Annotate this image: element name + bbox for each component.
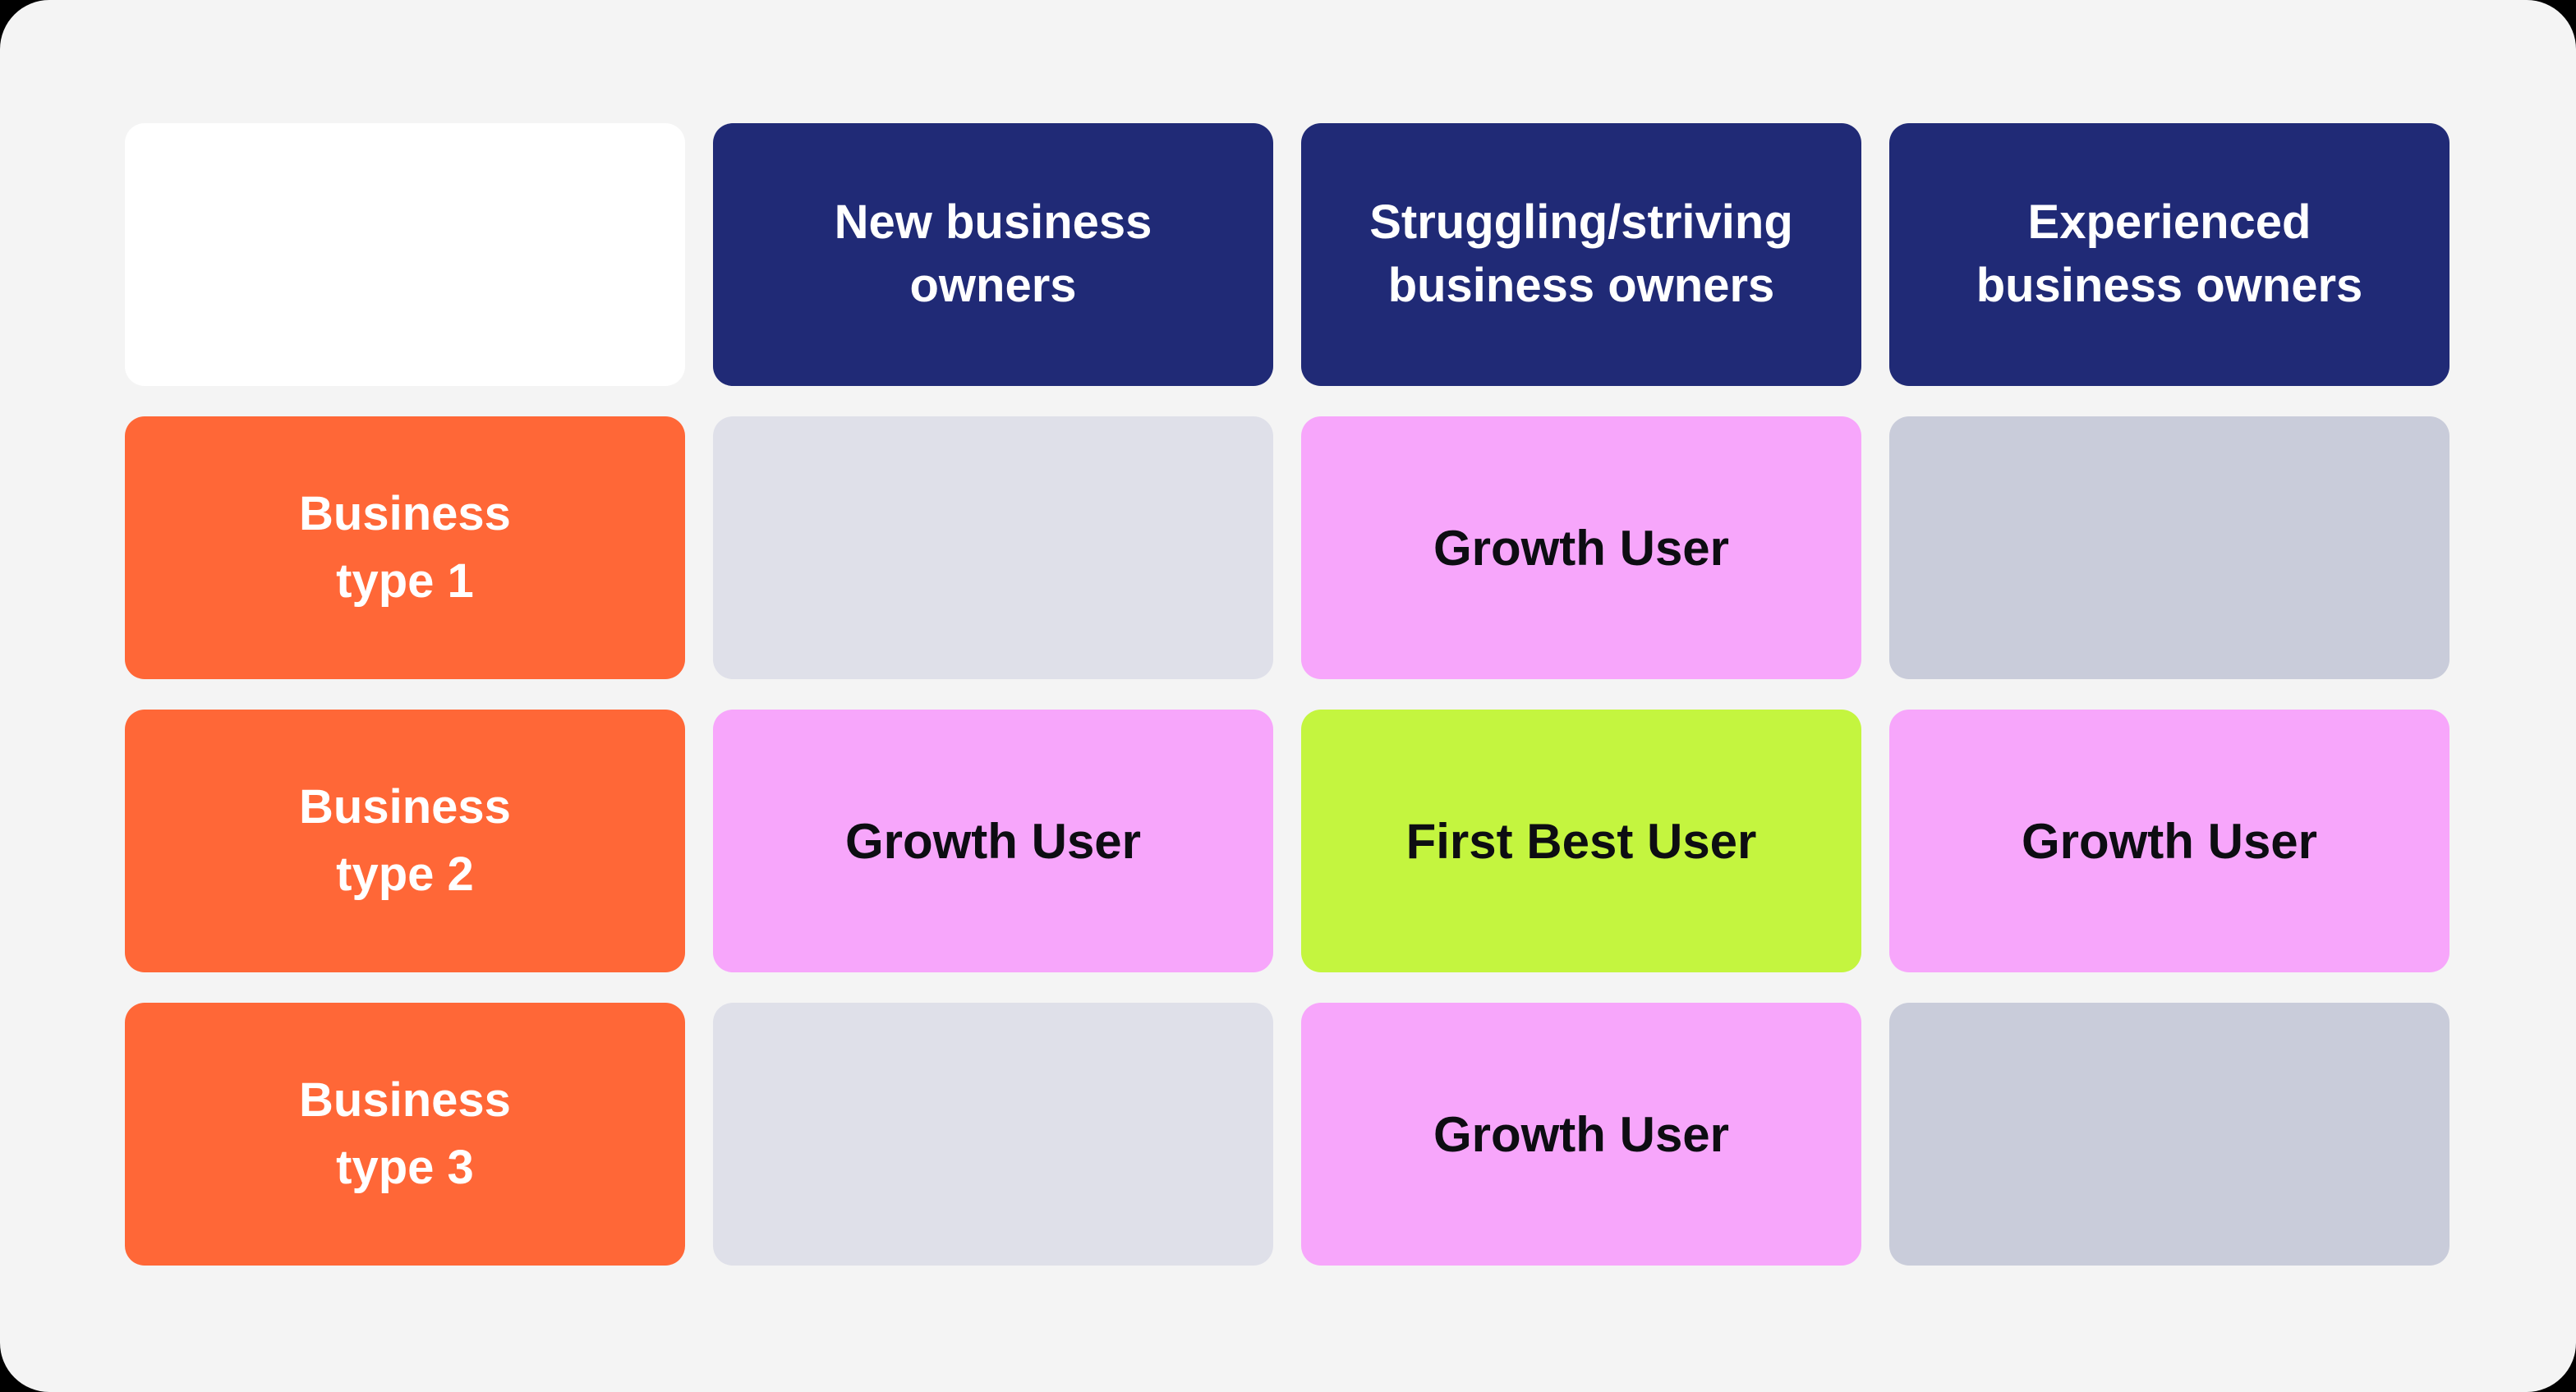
row-label-business-type-1: Business type 1 [125, 416, 685, 679]
cell-type3-new-owners-empty [713, 1003, 1273, 1266]
cell-type1-new-owners-empty [713, 416, 1273, 679]
column-header-experienced-business-owners: Experienced business owners [1889, 123, 2450, 386]
corner-cell [125, 123, 685, 386]
segmentation-matrix: New business owners Struggling/striving … [125, 123, 2450, 1266]
cell-type2-new-owners-growth-user: Growth User [713, 710, 1273, 972]
cell-type1-experienced-empty [1889, 416, 2450, 679]
row-label-business-type-3: Business type 3 [125, 1003, 685, 1266]
column-header-new-business-owners: New business owners [713, 123, 1273, 386]
column-header-struggling-striving-business-owners: Struggling/striving business owners [1301, 123, 1861, 386]
cell-type2-experienced-growth-user: Growth User [1889, 710, 2450, 972]
cell-type2-struggling-first-best-user: First Best User [1301, 710, 1861, 972]
row-label-business-type-2: Business type 2 [125, 710, 685, 972]
cell-type1-struggling-growth-user: Growth User [1301, 416, 1861, 679]
cell-type3-struggling-growth-user: Growth User [1301, 1003, 1861, 1266]
cell-type3-experienced-empty [1889, 1003, 2450, 1266]
